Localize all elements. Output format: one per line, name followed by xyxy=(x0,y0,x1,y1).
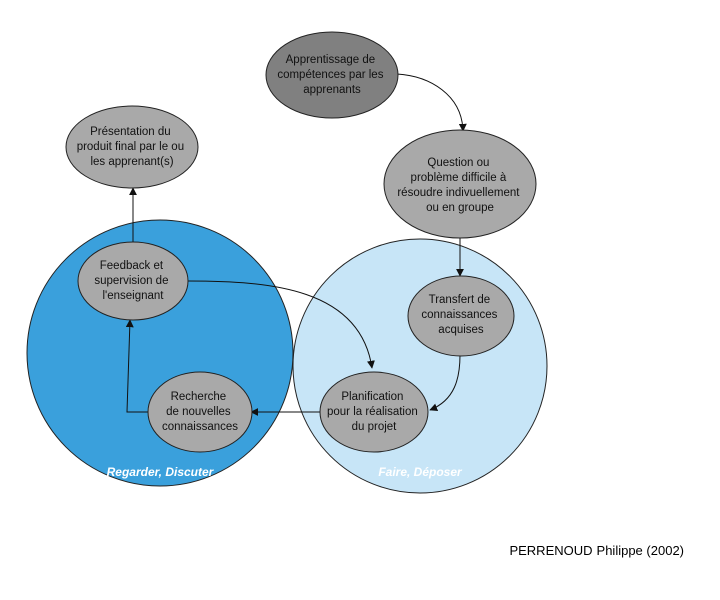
node-feedback-shape xyxy=(77,241,189,321)
node-question-line: ou en groupe xyxy=(426,202,494,214)
connectors xyxy=(125,73,467,416)
node-question: Question ou problème difficile à résoudr… xyxy=(383,129,537,239)
citation-author-first: Philippe xyxy=(596,543,643,558)
node-feedback-label: Feedback et supervision de l'enseignant xyxy=(94,260,171,302)
node-apprentissage: Apprentissage de compétences par les app… xyxy=(265,31,399,119)
node-apprentissage-label: Apprentissage de compétences par les app… xyxy=(277,54,386,96)
node-recherche-label: Recherche de nouvelles connaissances xyxy=(162,391,238,433)
node-question-line: Question ou xyxy=(427,157,489,169)
node-feedback-line: Feedback et xyxy=(100,260,164,272)
citation-year: (2002) xyxy=(646,543,684,558)
node-question-line: résoudre indivuellement xyxy=(397,187,520,199)
node-planification: Planification pour la réalisation du pro… xyxy=(319,371,429,453)
node-presentation-line: Présentation du xyxy=(90,126,171,138)
node-presentation: Présentation du produit final par le ou … xyxy=(65,105,199,189)
arrow-apprentissage-to-question xyxy=(396,73,467,132)
node-question-line: problème difficile à xyxy=(411,172,507,184)
node-apprentissage-line: compétences par les xyxy=(277,69,383,81)
node-question-label: Question ou problème difficile à résoudr… xyxy=(397,157,522,214)
node-presentation-line: produit final par le ou xyxy=(77,141,184,153)
node-presentation-label: Présentation du produit final par le ou … xyxy=(77,126,188,168)
node-planification-label: Planification pour la réalisation du pro… xyxy=(327,391,421,433)
node-feedback-line: l'enseignant xyxy=(102,290,164,302)
node-recherche-shape xyxy=(147,371,253,453)
node-recherche-line: de nouvelles xyxy=(166,406,231,418)
node-apprentissage-shape xyxy=(265,31,399,119)
node-question-shape xyxy=(383,129,537,239)
node-feedback-line: supervision de xyxy=(94,275,168,287)
zone-right-label: Faire, Déposer xyxy=(378,465,463,479)
node-planification-line: pour la réalisation xyxy=(327,406,418,418)
node-recherche-line: Recherche xyxy=(171,391,227,403)
citation-author-last: PERRENOUD xyxy=(509,543,593,558)
node-transfert-line: acquises xyxy=(438,324,484,336)
zone-right-circle xyxy=(292,238,548,494)
zone-left-label: Regarder, Discuter xyxy=(107,465,215,479)
node-transfert: Transfert de connaissances acquises xyxy=(407,275,515,357)
node-presentation-line: les apprenant(s) xyxy=(90,156,173,168)
node-transfert-label: Transfert de connaissances acquises xyxy=(421,294,500,336)
node-planification-line: du projet xyxy=(352,421,398,433)
node-transfert-line: Transfert de xyxy=(429,294,491,306)
zone-faire-deposer xyxy=(292,238,548,494)
node-recherche-line: connaissances xyxy=(162,421,238,433)
node-presentation-shape xyxy=(65,105,199,189)
node-transfert-line: connaissances xyxy=(421,309,497,321)
node-apprentissage-line: apprenants xyxy=(303,84,361,96)
node-transfert-shape xyxy=(407,275,515,357)
node-apprentissage-line: Apprentissage de xyxy=(286,54,376,66)
arrow-feedback-to-planification xyxy=(187,280,375,369)
node-planification-shape xyxy=(319,371,429,453)
node-recherche: Recherche de nouvelles connaissances xyxy=(147,371,253,453)
arrow-transfert-to-planification xyxy=(429,354,461,412)
node-feedback: Feedback et supervision de l'enseignant xyxy=(77,241,189,321)
arrow-recherche-to-feedback xyxy=(125,319,150,413)
node-planification-line: Planification xyxy=(341,391,403,403)
